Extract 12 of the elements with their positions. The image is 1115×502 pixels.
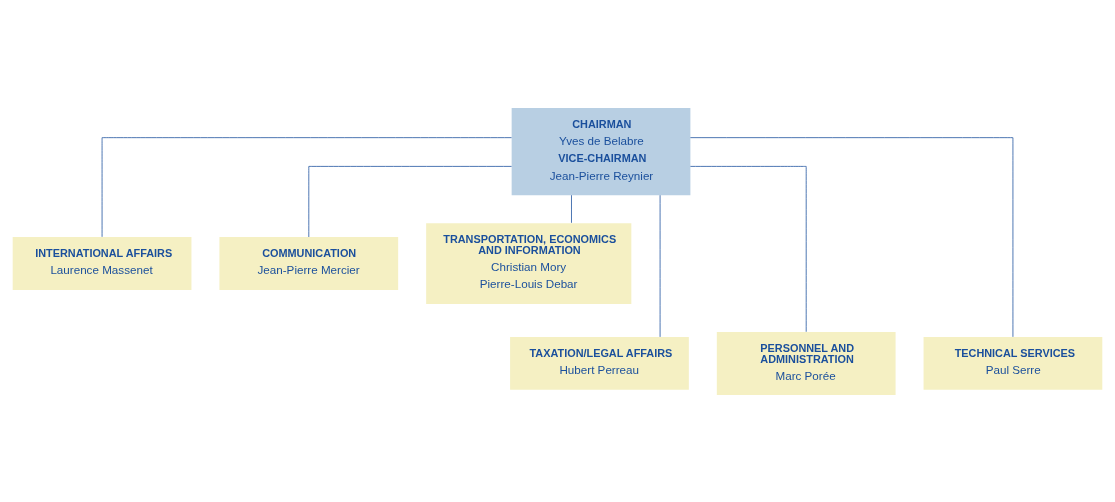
node-box: TRANSPORTATION, ECONOMICS AND INFORMATION Christian Mory Pierre-Louis Debar [426, 222, 632, 304]
node-box: PERSONNEL AND ADMINISTRATION Marc Porée [716, 331, 896, 395]
connector [690, 165, 807, 332]
node-box: TAXATION/LEGAL AFFAIRS Hubert Perreau [510, 336, 689, 390]
connector [101, 136, 512, 237]
connector [308, 165, 512, 237]
node-box: COMMUNICATION Jean-Pierre Mercier [219, 236, 399, 290]
node-box: TECHNICAL SERVICES Paul Serre [923, 336, 1103, 390]
node-box: INTERNATIONAL AFFAIRS Laurence Massenet [12, 236, 192, 290]
connector [571, 194, 572, 223]
connector [690, 136, 1014, 337]
node-box: CHAIRMAN Yves de Belabre VICE-CHAIRMAN Jean-Pierre Reynier [511, 107, 691, 195]
